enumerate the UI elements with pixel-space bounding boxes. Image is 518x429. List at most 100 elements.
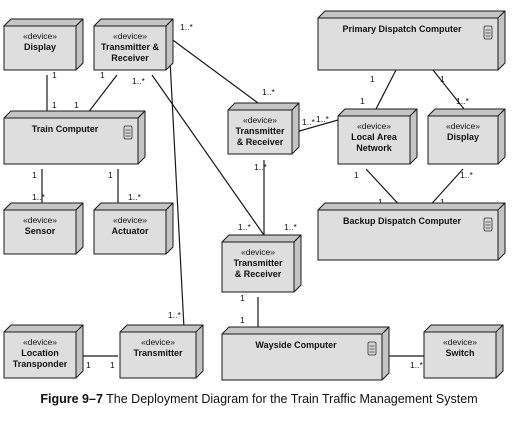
deployment-diagram: 11111..*1..*1..*1..*1..*1..*1..*1..*1..*… bbox=[3, 10, 506, 381]
node-side-face bbox=[165, 18, 174, 71]
node-top-face bbox=[227, 102, 300, 111]
multiplicity-label: 1 bbox=[32, 170, 37, 180]
multiplicity-label: 1..* bbox=[180, 22, 193, 32]
node-side-face bbox=[497, 10, 506, 71]
node-front-face bbox=[317, 17, 499, 71]
node-display-top[interactable]: «device»Display bbox=[3, 18, 84, 71]
multiplicity-layer: 11111..*1..*1..*1..*1..*1..*1..*1..*1..*… bbox=[32, 22, 473, 370]
node-side-face bbox=[293, 234, 302, 293]
node-name: Transmitter bbox=[235, 126, 285, 136]
node-stereotype: «device» bbox=[23, 337, 57, 347]
node-primary[interactable]: Primary Dispatch Computer bbox=[317, 10, 506, 71]
multiplicity-label: 1..* bbox=[316, 114, 329, 124]
node-stereotype: «device» bbox=[23, 31, 57, 41]
multiplicity-label: 1 bbox=[74, 100, 79, 110]
link-trx-top-to-trx-mid bbox=[169, 37, 259, 104]
node-actuator[interactable]: «device»Actuator bbox=[93, 202, 174, 255]
multiplicity-label: 1 bbox=[100, 70, 105, 80]
server-icon bbox=[483, 217, 493, 232]
multiplicity-label: 1 bbox=[354, 170, 359, 180]
node-name: Local Area bbox=[351, 132, 398, 142]
node-name: Transmitter bbox=[133, 348, 183, 358]
node-name: Primary Dispatch Computer bbox=[342, 24, 462, 34]
multiplicity-label: 1 bbox=[52, 100, 57, 110]
node-front-face bbox=[423, 331, 497, 379]
node-front-face bbox=[337, 115, 411, 165]
multiplicity-label: 1..* bbox=[238, 222, 251, 232]
multiplicity-label: 1 bbox=[86, 360, 91, 370]
node-side-face bbox=[291, 102, 300, 155]
node-name: Transmitter & bbox=[101, 42, 160, 52]
node-front-face bbox=[221, 241, 295, 293]
multiplicity-label: 1 bbox=[360, 96, 365, 106]
node-trx-low[interactable]: «device»Transmitter& Receiver bbox=[221, 234, 302, 293]
node-top-face bbox=[337, 108, 418, 117]
node-front-face bbox=[3, 209, 77, 255]
node-side-face bbox=[195, 324, 204, 379]
node-front-face bbox=[3, 25, 77, 71]
node-front-face bbox=[3, 117, 139, 165]
node-name: Transmitter bbox=[233, 258, 283, 268]
node-switch[interactable]: «device»Switch bbox=[423, 324, 504, 379]
server-icon bbox=[123, 125, 133, 140]
node-side-face bbox=[75, 324, 84, 379]
node-transmitter[interactable]: «device»Transmitter bbox=[119, 324, 204, 379]
node-name: Network bbox=[356, 143, 393, 153]
node-side-face bbox=[497, 202, 506, 261]
node-display-right[interactable]: «device»Display bbox=[427, 108, 506, 165]
multiplicity-label: 1 bbox=[52, 70, 57, 80]
node-side-face bbox=[165, 202, 174, 255]
node-train[interactable]: Train Computer bbox=[3, 110, 146, 165]
nodes-layer: «device»Display«device»Transmitter &Rece… bbox=[3, 10, 506, 381]
node-side-face bbox=[497, 108, 506, 165]
node-name: Switch bbox=[445, 348, 474, 358]
node-top-face bbox=[3, 18, 84, 27]
node-name: & Receiver bbox=[237, 137, 284, 147]
node-front-face bbox=[221, 333, 383, 381]
node-name: & Receiver bbox=[235, 269, 282, 279]
figure-caption: Figure 9–7 The Deployment Diagram for th… bbox=[0, 392, 518, 407]
node-stereotype: «device» bbox=[113, 215, 147, 225]
node-sensor[interactable]: «device»Sensor bbox=[3, 202, 84, 255]
node-top-face bbox=[221, 234, 302, 243]
node-top-face bbox=[3, 324, 84, 333]
multiplicity-label: 1..* bbox=[128, 192, 141, 202]
node-side-face bbox=[381, 326, 390, 381]
node-top-face bbox=[427, 108, 506, 117]
caption-figure-number: Figure 9–7 bbox=[40, 392, 103, 406]
node-top-face bbox=[221, 326, 390, 335]
node-trx-mid[interactable]: «device»Transmitter& Receiver bbox=[227, 102, 300, 155]
node-name: Actuator bbox=[111, 226, 148, 236]
node-trx-top[interactable]: «device»Transmitter &Receiver bbox=[93, 18, 174, 71]
server-icon bbox=[483, 25, 493, 40]
multiplicity-label: 1 bbox=[110, 360, 115, 370]
node-stereotype: «device» bbox=[113, 31, 147, 41]
node-wayside[interactable]: Wayside Computer bbox=[221, 326, 390, 381]
node-backup[interactable]: Backup Dispatch Computer bbox=[317, 202, 506, 261]
multiplicity-label: 1 bbox=[108, 170, 113, 180]
node-top-face bbox=[423, 324, 504, 333]
server-icon bbox=[367, 341, 377, 356]
multiplicity-label: 1..* bbox=[254, 162, 267, 172]
node-top-face bbox=[317, 10, 506, 19]
multiplicity-label: 1..* bbox=[168, 310, 181, 320]
node-name: Transponder bbox=[13, 359, 68, 369]
node-name: Sensor bbox=[25, 226, 56, 236]
node-name: Wayside Computer bbox=[255, 340, 337, 350]
multiplicity-label: 1 bbox=[378, 197, 383, 207]
multiplicity-label: 1..* bbox=[302, 117, 315, 127]
node-side-face bbox=[75, 202, 84, 255]
multiplicity-label: 1..* bbox=[32, 192, 45, 202]
multiplicity-label: 1..* bbox=[284, 222, 297, 232]
node-stereotype: «device» bbox=[446, 121, 480, 131]
multiplicity-label: 1 bbox=[240, 315, 245, 325]
node-side-face bbox=[409, 108, 418, 165]
node-name: Display bbox=[24, 42, 56, 52]
node-front-face bbox=[317, 209, 499, 261]
multiplicity-label: 1..* bbox=[132, 76, 145, 86]
node-top-face bbox=[93, 18, 174, 27]
multiplicity-label: 1..* bbox=[456, 96, 469, 106]
link-primary-to-lan bbox=[375, 69, 397, 110]
